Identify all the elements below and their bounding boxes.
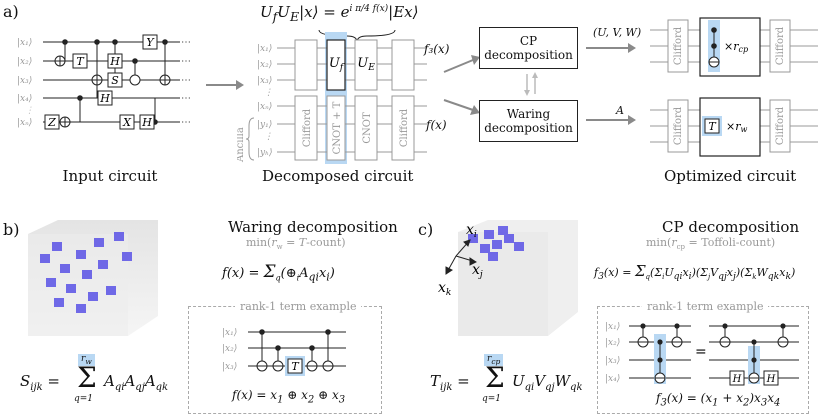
svg-text:Clifford: Clifford: [302, 108, 313, 147]
waring-tensor-formula: Sijk = rw Σ q=1 AqiAqjAqk: [20, 354, 169, 404]
svg-text:|x₁⟩: |x₁⟩: [17, 38, 32, 48]
svg-text:⋮: ⋮: [25, 106, 34, 116]
panel-b-label: b): [3, 220, 20, 239]
svg-text:Z: Z: [47, 116, 56, 129]
svg-text:|x₃⟩: |x₃⟩: [222, 362, 237, 372]
exchange-arrows: [524, 72, 538, 96]
cp-decomposition-box: CP decomposition: [479, 27, 578, 69]
svg-text:H: H: [732, 374, 742, 385]
cp-subtitle: min(rcp = Toffoli-count): [646, 236, 776, 252]
svg-text:Clifford: Clifford: [775, 106, 786, 145]
svg-text:H: H: [99, 92, 110, 105]
decomposed-circuit: Uf UE Clifford CNOT + T CNOT Clifford |x…: [237, 29, 427, 164]
svg-text:|x₁⟩: |x₁⟩: [257, 44, 272, 54]
svg-text:H: H: [109, 55, 120, 68]
panel-a-label: a): [3, 2, 19, 21]
f3-label: f₃(x): [424, 42, 450, 56]
svg-text:xi: xi: [466, 222, 477, 240]
svg-text:|y₁⟩: |y₁⟩: [257, 120, 272, 130]
ancilla-label: Ancilla: [237, 127, 246, 163]
svg-text:|xₙ⟩: |xₙ⟩: [17, 118, 32, 128]
svg-text:⋮: ⋮: [264, 88, 273, 98]
svg-text:xk: xk: [438, 280, 451, 298]
cp-example-formula: f3(x) = (x1 + x2)x3x4: [656, 391, 781, 409]
svg-text:⋯: ⋯: [181, 75, 191, 86]
svg-text:Clifford: Clifford: [775, 26, 786, 65]
waring-example-formula: f(x) = x1 ⊕ x2 ⊕ x3: [232, 388, 346, 406]
svg-text:|x₄⟩: |x₄⟩: [605, 374, 620, 384]
gate-t: T: [76, 55, 85, 68]
arrows-to-optimized: [586, 43, 636, 125]
waring-f-formula: f(x) = Σq(⊕iAqixi): [222, 262, 335, 284]
decomposed-caption: Decomposed circuit: [262, 167, 414, 185]
svg-text:xj: xj: [472, 262, 483, 280]
optimized-circuit-waring: T ×rw Clifford Clifford: [650, 97, 818, 157]
waring-decomposition-box: Waring decomposition: [479, 100, 578, 142]
svg-text:⋯: ⋯: [181, 93, 191, 104]
f-label: f(x): [426, 118, 447, 132]
cp-example-label: rank-1 term example: [642, 300, 769, 313]
svg-text:|xₙ⟩: |xₙ⟩: [257, 102, 272, 112]
svg-text:|x₃⟩: |x₃⟩: [257, 76, 272, 86]
svg-text:Clifford: Clifford: [673, 106, 684, 145]
svg-text:Clifford: Clifford: [399, 108, 410, 147]
waring-subtitle: min(rw = T-count): [246, 236, 346, 252]
cp-title: CP decomposition: [662, 218, 800, 236]
svg-text:S: S: [111, 74, 119, 87]
cp-f-formula: f3(x) = Σq(ΣiUqixi)(ΣjVqjxj)(ΣkWqkxk): [594, 262, 796, 283]
cp-tensor-formula: Tijk = rcp Σ q=1 UqiVqjWqk: [430, 354, 583, 404]
svg-text:=: =: [695, 344, 707, 360]
svg-text:|x₂⟩: |x₂⟩: [222, 344, 237, 354]
waring-tensor-cube: [28, 220, 158, 336]
arrow-input-decomposed: [206, 80, 244, 90]
optimized-circuit-cp: ×rcp Clifford Clifford: [650, 17, 818, 77]
svg-text:|x₃⟩: |x₃⟩: [605, 356, 620, 366]
svg-text:Clifford: Clifford: [673, 26, 684, 65]
svg-text:CNOT + T: CNOT + T: [332, 101, 343, 154]
waring-example-label: rank-1 term example: [235, 300, 362, 313]
a-label: A: [616, 104, 624, 117]
svg-text:|x₁⟩: |x₁⟩: [605, 322, 620, 332]
svg-text:|x₁⟩: |x₁⟩: [222, 328, 237, 338]
svg-text:T: T: [291, 360, 300, 373]
svg-text:⋯: ⋯: [181, 56, 191, 67]
input-caption: Input circuit: [62, 167, 158, 185]
svg-text:T: T: [708, 120, 717, 133]
svg-text:⋯: ⋯: [181, 37, 191, 48]
svg-text:⋯: ⋯: [181, 117, 191, 128]
svg-text:X: X: [122, 116, 132, 129]
svg-text:⋮: ⋮: [264, 132, 273, 142]
uvw-label: (U, V, W): [593, 26, 642, 39]
svg-text:|x₂⟩: |x₂⟩: [257, 60, 272, 70]
svg-text:|x₃⟩: |x₃⟩: [17, 76, 32, 86]
branch-arrows: [443, 55, 480, 115]
svg-text:|x₂⟩: |x₂⟩: [17, 57, 32, 67]
optimized-caption: Optimized circuit: [664, 167, 797, 185]
svg-text:|x₄⟩: |x₄⟩: [17, 94, 32, 104]
svg-text:CNOT: CNOT: [362, 112, 373, 144]
svg-text:|yₕ⟩: |yₕ⟩: [257, 148, 273, 158]
input-circuit: T H S Y H Z X H |x₁⟩ |x₂⟩ |x₃⟩ |x₄⟩ ⋮ |x…: [17, 34, 191, 130]
waring-example-circuit: T |x₁⟩ |x₂⟩ |x₃⟩: [222, 328, 346, 376]
svg-text:Y: Y: [146, 36, 155, 49]
svg-text:H: H: [141, 116, 152, 129]
svg-text:|x₂⟩: |x₂⟩: [605, 338, 620, 348]
decomposed-equation: UfUE|x⟩ = ei π/4 f(x)|Ex⟩: [260, 3, 419, 24]
cp-example-circuit: H H = |x₁⟩ |x₂⟩ |x₃⟩ |x₄⟩: [605, 322, 799, 386]
waring-title: Waring decomposition: [228, 218, 398, 236]
cp-tensor-cube: xi xj xk: [438, 220, 578, 336]
panel-c-label: c): [418, 220, 434, 239]
svg-text:H: H: [766, 374, 776, 385]
